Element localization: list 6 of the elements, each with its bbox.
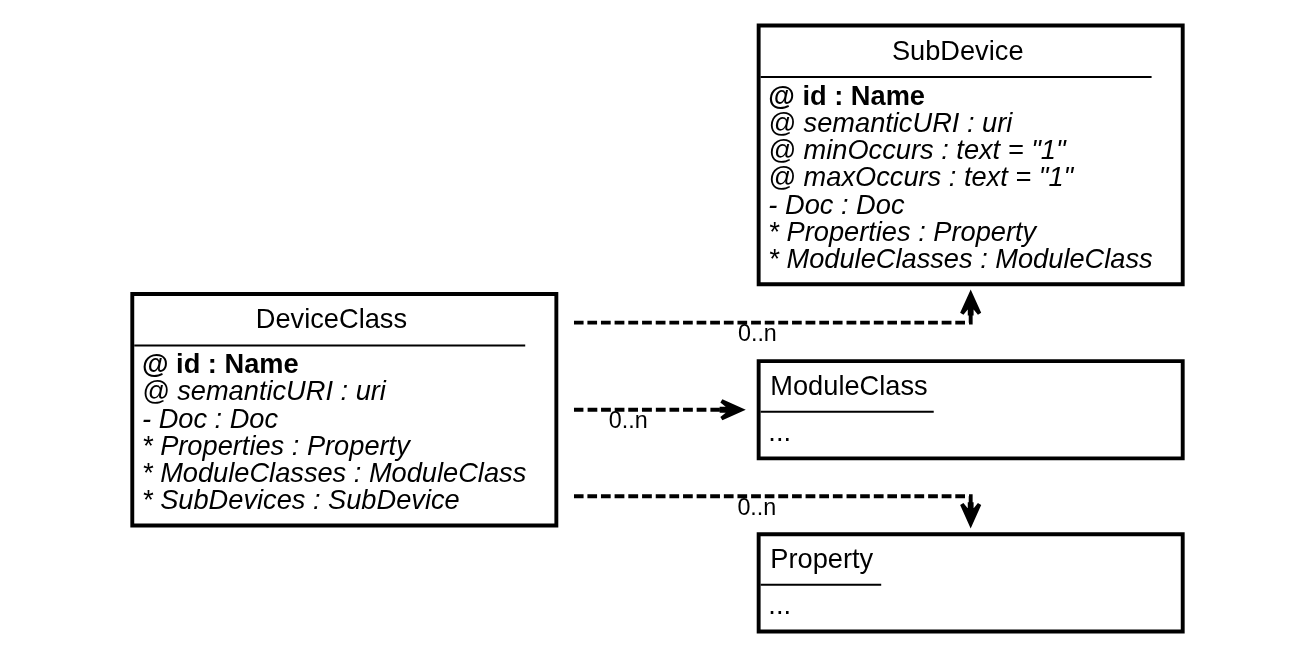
arrow — [574, 292, 982, 325]
edge-label: 0..n — [608, 407, 648, 434]
arrow — [574, 399, 743, 421]
edge-label: 0..n — [737, 493, 777, 520]
edge-label: 0..n — [737, 320, 777, 347]
arrow — [574, 494, 982, 526]
